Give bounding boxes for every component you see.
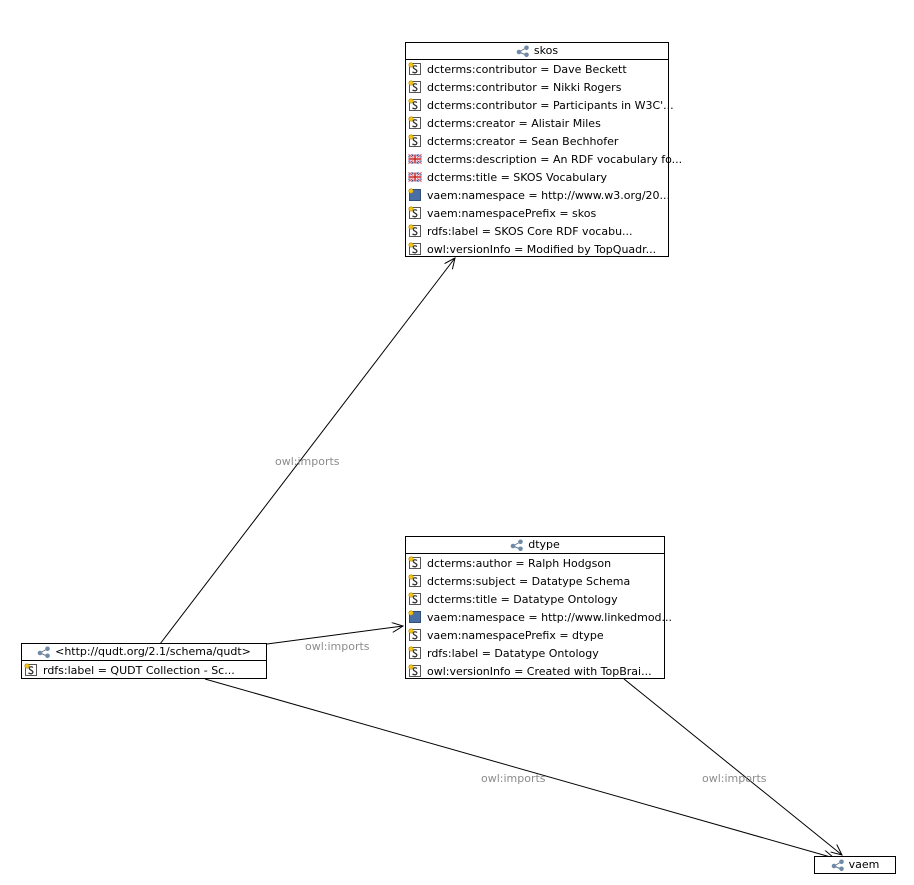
property-text: owl:versionInfo = Modified by TopQuadr..… [427, 242, 657, 256]
property-row[interactable]: rdfs:label = SKOS Core RDF vocabu... [406, 222, 668, 240]
property-row[interactable]: vaem:namespace = http://www.w3.org/20... [406, 186, 671, 204]
string-literal-icon [408, 80, 421, 93]
string-literal-icon [408, 224, 421, 237]
ontology-icon [831, 859, 844, 872]
string-literal-icon [408, 592, 421, 605]
ontology-icon [516, 45, 529, 58]
property-text: rdfs:label = Datatype Ontology [427, 646, 599, 660]
string-literal-icon [408, 556, 421, 569]
string-literal-icon [408, 206, 421, 219]
property-text: dcterms:creator = Alistair Miles [427, 116, 601, 130]
ontology-icon [510, 539, 524, 552]
ontology-icon [37, 646, 50, 659]
string-literal-icon [408, 116, 421, 129]
property-text: dcterms:title = Datatype Ontology [427, 592, 618, 606]
property-row[interactable]: dcterms:description = An RDF vocabulary … [406, 150, 682, 168]
property-text: dcterms:description = An RDF vocabulary … [427, 152, 683, 166]
property-text: dcterms:contributor = Dave Beckett [427, 62, 627, 76]
property-row[interactable]: vaem:namespace = http://www.linkedmod... [406, 608, 672, 626]
property-row[interactable]: dcterms:contributor = Participants in W3… [406, 96, 674, 114]
node-title: skos [533, 44, 559, 57]
property-row[interactable]: dcterms:title = SKOS Vocabulary [406, 168, 668, 186]
property-text: dcterms:title = SKOS Vocabulary [427, 170, 608, 184]
string-literal-icon [408, 62, 421, 75]
property-list: dcterms:author = Ralph Hodgson dcterms:su… [406, 554, 672, 680]
property-row[interactable]: dcterms:contributor = Dave Beckett [406, 60, 668, 78]
edge-label: owl:imports [275, 455, 340, 468]
property-text: vaem:namespacePrefix = dtype [427, 628, 604, 642]
string-literal-icon [408, 574, 421, 587]
property-row[interactable]: owl:versionInfo = Created with TopBrai..… [406, 662, 664, 680]
uk-flag-icon [407, 171, 423, 183]
property-text: dcterms:creator = Sean Bechhofer [427, 134, 619, 148]
property-list: rdfs:label = QUDT Collection - Sc... [22, 661, 266, 679]
property-row[interactable]: rdfs:label = Datatype Ontology [406, 644, 664, 662]
edge-dtype-vaem[interactable]: owl:imports [623, 678, 842, 855]
property-text: owl:versionInfo = Created with TopBrai..… [427, 664, 652, 678]
property-text: dcterms:subject = Datatype Schema [427, 574, 631, 588]
string-literal-icon [24, 663, 37, 676]
property-row[interactable]: rdfs:label = QUDT Collection - Sc... [22, 661, 266, 679]
uri-literal-icon [408, 188, 421, 201]
node-vaem[interactable]: vaem [814, 856, 896, 874]
string-literal-icon [408, 664, 421, 677]
string-literal-icon [408, 134, 421, 147]
property-row[interactable]: dcterms:subject = Datatype Schema [406, 572, 664, 590]
property-text: rdfs:label = SKOS Core RDF vocabu... [427, 224, 633, 238]
edge-qudt-vaem[interactable]: owl:imports [204, 678, 834, 858]
property-text: rdfs:label = QUDT Collection - Sc... [43, 663, 235, 677]
edge-qudt-skos[interactable]: owl:imports [159, 258, 455, 645]
node-title: dtype [528, 538, 560, 551]
property-text: dcterms:author = Ralph Hodgson [427, 556, 612, 570]
property-text: vaem:namespace = http://www.linkedmod... [427, 610, 673, 624]
string-literal-icon [408, 628, 421, 641]
node-header: dtype [406, 537, 664, 554]
property-text: vaem:namespacePrefix = skos [427, 206, 597, 220]
property-row[interactable]: dcterms:author = Ralph Hodgson [406, 554, 664, 572]
property-row[interactable]: vaem:namespacePrefix = dtype [406, 626, 664, 644]
node-header: skos [406, 43, 668, 60]
property-row[interactable]: dcterms:contributor = Nikki Rogers [406, 78, 668, 96]
uk-flag-icon [407, 153, 423, 165]
uri-literal-icon [408, 610, 421, 623]
property-row[interactable]: dcterms:creator = Sean Bechhofer [406, 132, 668, 150]
node-title: vaem [848, 858, 880, 871]
node-header: <http://qudt.org/2.1/schema/qudt> [22, 644, 266, 661]
string-literal-icon [408, 98, 421, 111]
property-list: dcterms:contributor = Dave Beckett dcterm… [406, 60, 682, 258]
property-text: dcterms:contributor = Nikki Rogers [427, 80, 622, 94]
property-row[interactable]: vaem:namespacePrefix = skos [406, 204, 668, 222]
property-row[interactable]: dcterms:creator = Alistair Miles [406, 114, 668, 132]
edge-label: owl:imports [481, 772, 546, 785]
edge-label: owl:imports [305, 640, 370, 653]
edge-qudt-dtype[interactable]: owl:imports [266, 626, 403, 653]
property-row[interactable]: dcterms:title = Datatype Ontology [406, 590, 664, 608]
node-header: vaem [815, 857, 895, 873]
string-literal-icon [408, 646, 421, 659]
property-text: vaem:namespace = http://www.w3.org/20... [427, 188, 671, 202]
node-qudt[interactable]: <http://qudt.org/2.1/schema/qudt> rdfs:l… [21, 643, 267, 679]
property-row[interactable]: owl:versionInfo = Modified by TopQuadr..… [406, 240, 668, 258]
edge-label: owl:imports [702, 772, 767, 785]
node-title: <http://qudt.org/2.1/schema/qudt> [55, 645, 251, 658]
property-text: dcterms:contributor = Participants in W3… [427, 98, 674, 112]
string-literal-icon [408, 242, 421, 255]
